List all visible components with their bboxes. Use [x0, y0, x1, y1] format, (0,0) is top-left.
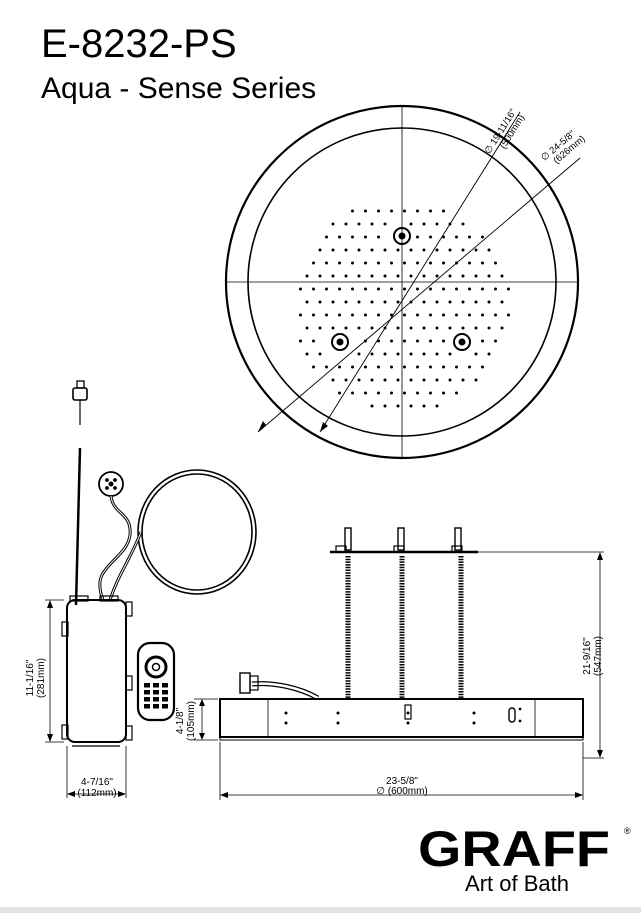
svg-text:(281mm): (281mm): [36, 658, 47, 698]
support-rod-1: [335, 527, 352, 698]
support-rod-3: [451, 527, 464, 698]
width-label-mm: ∅ (600mm): [376, 786, 428, 797]
remote-control: [136, 641, 176, 722]
registered-mark: ®: [624, 826, 631, 836]
total-height-label: 21-9/16" (547mm): [582, 636, 604, 676]
light-1: [393, 227, 411, 245]
brand-logo: GRAFF ® Art of Bath: [418, 821, 631, 896]
box-width-label-in: 4-7/16": [81, 777, 113, 788]
round-connector-icon: [98, 471, 124, 497]
top-view: [224, 104, 581, 460]
footer-bar: [0, 907, 641, 913]
svg-text:21-9/16": 21-9/16": [582, 637, 593, 675]
outer-diameter-line: [257, 157, 581, 433]
model-number: E-8232-PS: [41, 22, 237, 66]
svg-text:4-1/8": 4-1/8": [175, 707, 186, 734]
svg-text:11-1/16": 11-1/16": [25, 659, 36, 696]
brand-name: GRAFF: [418, 821, 610, 877]
antenna-cable: [74, 447, 82, 606]
plug-icon: [72, 380, 88, 425]
svg-text:(547mm): (547mm): [593, 636, 604, 676]
light-2: [331, 333, 349, 351]
svg-text:(105mm): (105mm): [186, 701, 197, 741]
control-box: [66, 599, 127, 743]
control-box-assembly: [45, 380, 257, 798]
support-rod-2: [393, 527, 405, 698]
outer-diameter-label: ∅ 24-5/8" (626mm): [539, 129, 587, 167]
coiled-cable: [137, 469, 257, 595]
inner-diameter-line: [319, 111, 521, 433]
nozzle-dots: [299, 209, 510, 408]
side-view: [194, 527, 604, 800]
box-height-label: 11-1/16" (281mm): [25, 658, 47, 698]
body-height-label: 4-1/8" (105mm): [175, 701, 197, 741]
series-name: Aqua - Sense Series: [41, 72, 317, 105]
width-label-in: 23-5/8": [386, 776, 418, 787]
shower-head-body: [219, 698, 584, 738]
brand-tagline: Art of Bath: [465, 871, 569, 896]
light-3: [453, 333, 471, 351]
box-width-label-mm: (112mm): [77, 788, 116, 799]
